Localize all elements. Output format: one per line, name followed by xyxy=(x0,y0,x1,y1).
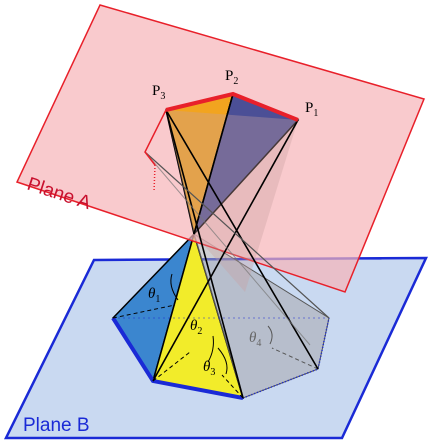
angle-arc-3 xyxy=(217,347,228,375)
generator-line-5 xyxy=(144,151,330,319)
generator-line-1 xyxy=(165,109,244,399)
dash-line-4 xyxy=(271,347,319,370)
plane-b-label: Plane B xyxy=(23,415,90,436)
upper-base-edge-thin xyxy=(144,109,167,166)
theta-2-label: θ2 xyxy=(190,318,202,337)
generator-line-3 xyxy=(193,93,234,235)
theta-3-label: θ3 xyxy=(203,359,215,378)
theta-4-label: θ4 xyxy=(249,330,261,349)
generator-line-4 xyxy=(152,119,299,382)
point-p1-label: P1 xyxy=(305,100,318,119)
point-p2-label: P2 xyxy=(225,68,238,87)
theta-1-label: θ1 xyxy=(148,286,160,305)
dash-line-3 xyxy=(221,374,244,399)
dash-line-1 xyxy=(112,304,176,319)
upper-base-edge xyxy=(165,91,299,122)
generator-line-6 xyxy=(144,151,311,346)
angle-arc-1 xyxy=(170,273,179,301)
angle-arc-2 xyxy=(207,335,214,363)
angle-arc-4 xyxy=(267,325,273,345)
upper-face-translucent xyxy=(166,110,298,292)
point-p3-label: P3 xyxy=(152,83,165,102)
dash-line-2 xyxy=(152,351,191,382)
